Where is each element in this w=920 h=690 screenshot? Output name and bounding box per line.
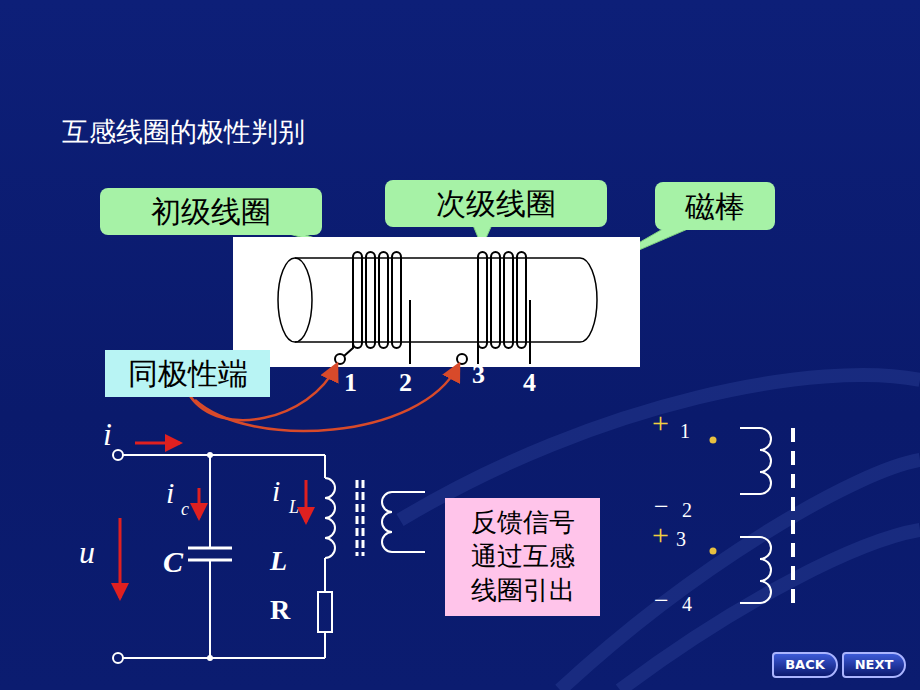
polarity-label: 2: [682, 500, 692, 520]
current-arrows: [120, 443, 306, 598]
circuit-symbol-label: c: [181, 500, 189, 518]
polarity-label: +: [652, 520, 669, 550]
circuit-symbol-label: R: [270, 596, 290, 624]
next-button: NEXT: [842, 652, 906, 678]
terminal-number: 3: [472, 362, 485, 388]
box-text: 磁棒: [685, 187, 745, 226]
figure-panel: [233, 237, 640, 367]
transformer-symbol: [740, 428, 793, 608]
terminal-number: 1: [344, 370, 357, 396]
polarity-label: 3: [676, 529, 686, 549]
circuit-symbol-label: C: [163, 547, 183, 577]
callout-box: 磁棒: [655, 182, 775, 230]
back-button: BACK: [772, 652, 838, 678]
box-text: NEXT: [855, 657, 894, 674]
circuit-symbol-label: i: [166, 478, 174, 508]
polarity-dot: [710, 437, 717, 444]
terminal-number: 4: [523, 370, 536, 396]
circuit-symbol-label: L: [270, 547, 287, 575]
terminal-number: 2: [399, 370, 412, 396]
secondary-coil: [457, 252, 530, 364]
polarity-dot: [710, 548, 717, 555]
callout-box: 初级线圈: [100, 188, 322, 235]
slide-title: 互感线圈的极性判别: [62, 114, 305, 150]
callout-box: 次级线圈: [385, 180, 607, 227]
circuit-symbol-label: L: [289, 498, 299, 516]
polarity-label: −: [654, 588, 669, 614]
polarity-label: 1: [680, 421, 690, 441]
box-text: 同极性端: [128, 354, 248, 393]
polarity-label: −: [654, 494, 669, 520]
note-box: 反馈信号 通过互感 线圈引出: [445, 498, 600, 616]
box-text: BACK: [785, 657, 825, 674]
callout-box: 同极性端: [105, 350, 270, 397]
box-text: 次级线圈: [436, 184, 556, 223]
box-text: 初级线圈: [151, 192, 271, 231]
polarity-label: +: [652, 408, 669, 438]
circuit-symbol-label: i: [103, 418, 112, 450]
magnetic-rod: [278, 258, 597, 342]
background-swoosh: [400, 375, 920, 690]
circuit-symbol-label: i: [272, 476, 280, 506]
primary-coil: [335, 252, 410, 364]
lc-circuit: [113, 450, 425, 663]
box-text: 反馈信号 通过互感 线圈引出: [469, 506, 577, 607]
polarity-label: 4: [682, 594, 692, 614]
circuit-symbol-label: u: [79, 536, 95, 568]
